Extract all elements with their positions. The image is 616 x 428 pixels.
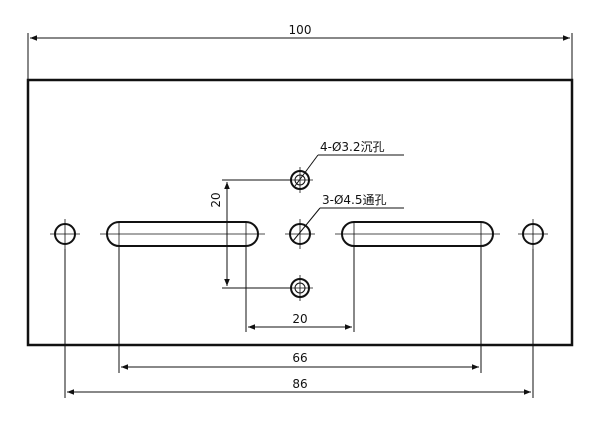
plate-outline [26, 78, 574, 347]
callout-counterbore: 4-Ø3.2沉孔 [294, 140, 404, 187]
callout-through-label: 3-Ø4.5通孔 [322, 193, 387, 207]
center-hole-middle [285, 219, 315, 249]
dimension-hole-span-label: 86 [292, 377, 307, 391]
outer-hole-right [518, 219, 548, 249]
outer-hole-left [50, 219, 80, 249]
dimension-overall-width-label: 100 [289, 23, 312, 37]
dimension-horizontal-spacing: 20 [245, 246, 355, 332]
callout-through: 3-Ø4.5通孔 [292, 193, 404, 242]
dimension-vertical-spacing-label: 20 [209, 192, 223, 207]
dimension-hole-span: 86 [64, 249, 534, 398]
slot-right [335, 221, 500, 247]
dimension-overall-width: 100 [27, 23, 573, 80]
dimension-slot-span-label: 66 [292, 351, 307, 365]
slot-left [100, 221, 265, 247]
dimension-slot-span: 66 [118, 246, 482, 373]
dimension-vertical-spacing: 20 [209, 179, 292, 289]
callout-counterbore-label: 4-Ø3.2沉孔 [320, 140, 385, 154]
dimension-horizontal-spacing-label: 20 [292, 312, 307, 326]
